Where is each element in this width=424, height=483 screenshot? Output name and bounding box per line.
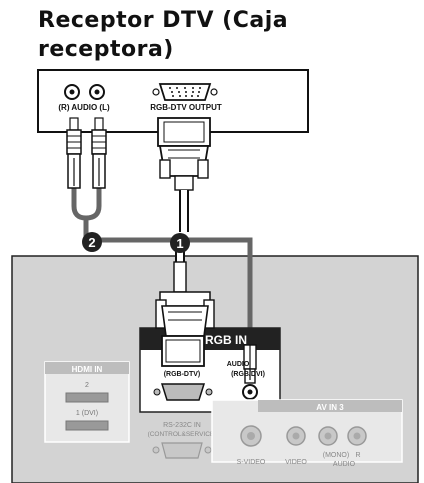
tv-audio-jack [242,384,258,400]
rs232c-sub: (CONTROL&SERVICE) [148,431,217,438]
receiver-audio-label: (R) AUDIO (L) [58,103,110,112]
rgb-in-label: RGB IN [205,333,247,347]
audio-plug-tv [243,344,257,384]
rgb-dtv-label: (RGB-DTV) [164,371,201,378]
hdmi-in-label: HDMI IN [72,365,103,374]
svideo-jack [240,425,262,447]
rs232c-port [152,442,212,459]
receiver-rgb-port [152,83,218,101]
audio-av-label: AUDIO [333,461,356,468]
callout-2: 2 [82,232,102,252]
audio-plug-l [91,117,107,189]
receiver-audio-jack-r [64,84,80,100]
audio-r-jack [347,426,367,446]
svideo-label: S-VIDEO [237,459,266,466]
hdmi-2-label: 2 [85,382,89,389]
video-label: VIDEO [285,459,307,466]
diagram-title: Receptor DTV (Caja receptora) [38,8,289,62]
receiver-audio-jack-l [89,84,105,100]
tv-rgb-port [153,383,213,401]
hdmi-2-port [65,392,109,403]
av-in-label: AV IN 3 [316,403,344,412]
rgb-plug-receiver [157,117,211,191]
video-jack [286,426,306,446]
r-label: R [355,452,360,459]
hdmi-1-port [65,420,109,431]
audio-rgb-dvi-sub: (RGB/DVI) [231,371,265,378]
callout-1: 1 [170,233,190,253]
rgb-plug-tv [155,291,215,367]
receiver-rgb-label: RGB-DTV OUTPUT [150,103,222,112]
audio-cable [71,188,253,345]
audio-rgb-dvi-label: AUDIO [227,361,250,368]
hdmi-1-label: 1 (DVI) [76,410,98,417]
mono-label: (MONO) [323,452,349,459]
audio-plug-r [66,117,82,189]
audio-l-jack [318,426,338,446]
svg-text:1: 1 [176,236,183,251]
svg-text:2: 2 [88,235,95,250]
rs232c-label: RS-232C IN [163,422,201,429]
